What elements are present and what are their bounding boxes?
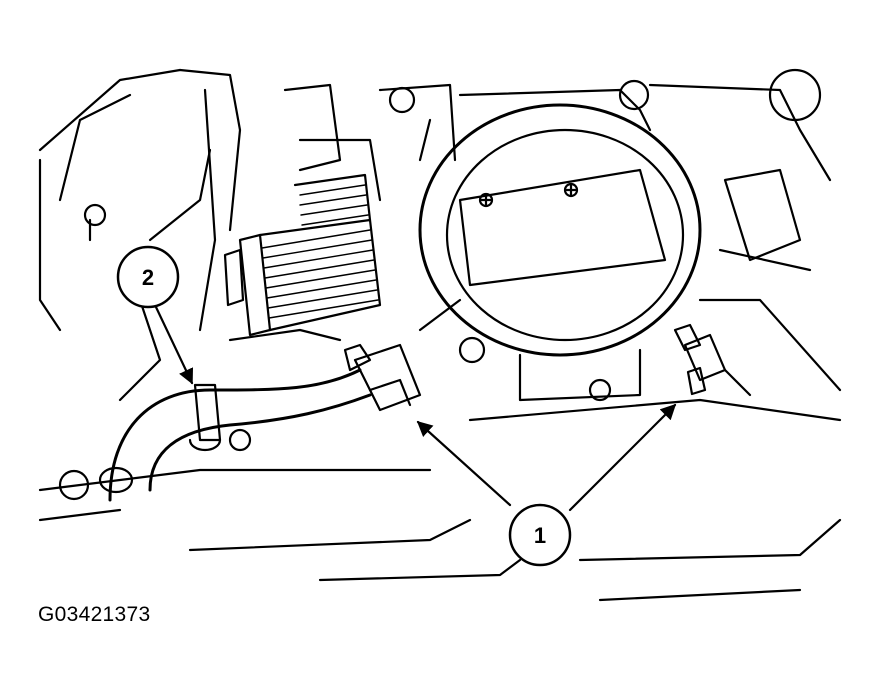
connector-clips <box>343 323 752 412</box>
vacuum-hose <box>58 368 372 502</box>
callout-leaders <box>153 303 677 512</box>
callout-1: 1 <box>508 503 572 567</box>
engine-background <box>38 68 842 602</box>
throttle-body <box>418 103 702 402</box>
callout-2-label: 2 <box>142 265 154 290</box>
figure-id-label: G03421373 <box>38 603 151 626</box>
intake-bellows <box>223 173 382 337</box>
callout-1-label: 1 <box>534 523 546 548</box>
callout-2: 2 <box>116 245 180 309</box>
